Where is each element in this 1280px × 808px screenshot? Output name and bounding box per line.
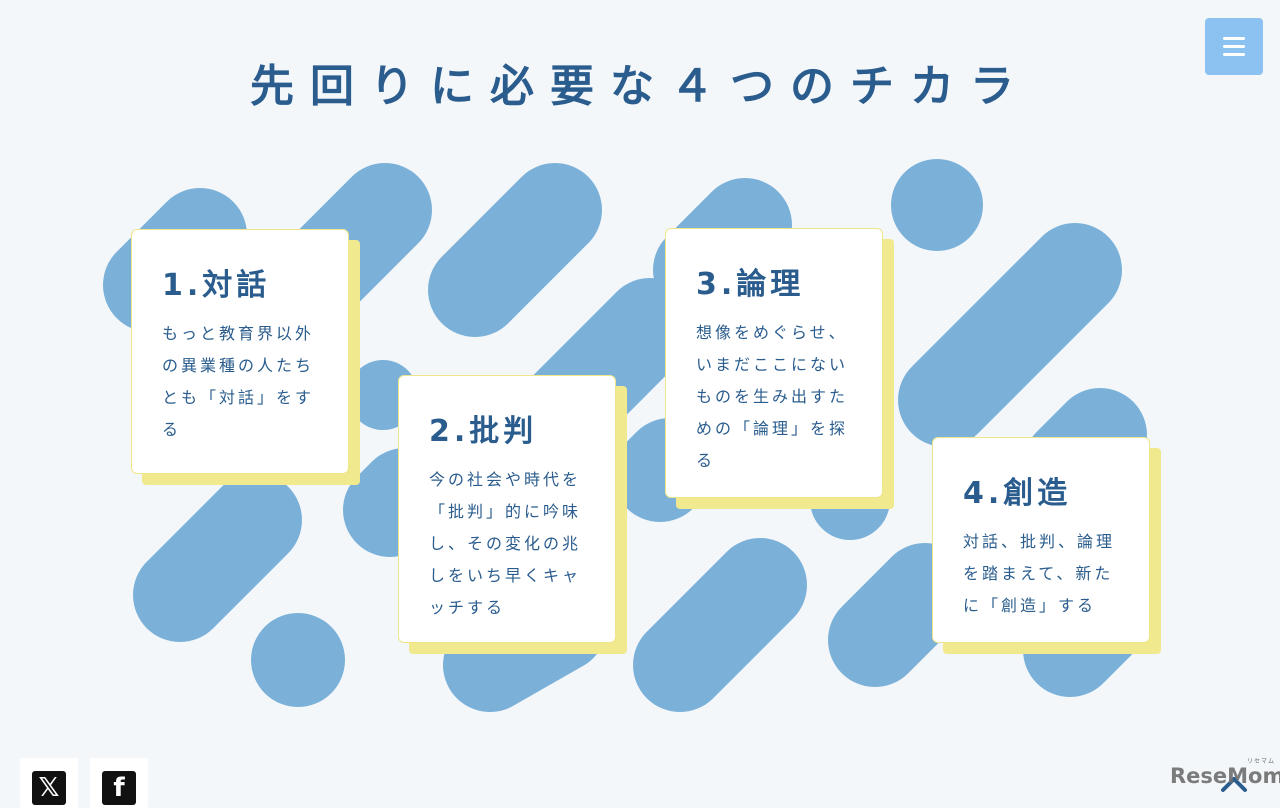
- page-title: 先回りに必要な４つのチカラ: [250, 61, 1030, 112]
- watermark-subtext: リセマム: [1247, 758, 1276, 765]
- card-dialogue: 1.対話 もっと教育界以外の異業種の人たちとも「対話」をする: [131, 229, 360, 485]
- card-title: 2.批判: [429, 414, 538, 449]
- deco-pill: [828, 543, 972, 687]
- card-title: 3.論理: [696, 267, 805, 302]
- facebook-logo-icon: f: [102, 771, 136, 805]
- hamburger-icon-bar: [1223, 45, 1245, 48]
- card-logic: 3.論理 想像をめぐらせ、いまだここにないものを生み出すための「論理」を探る: [665, 228, 894, 509]
- card-body: 4.創造 対話、批判、論理を踏まえて、新たに「創造」する: [932, 437, 1150, 643]
- card-text: 今の社会や時代を「批判」的に吟味し、その変化の兆しをいち早くキャッチする: [429, 470, 582, 617]
- menu-button[interactable]: [1205, 18, 1263, 75]
- scroll-to-top-button[interactable]: [1212, 766, 1256, 802]
- deco-circle: [251, 613, 345, 707]
- card-creation: 4.創造 対話、批判、論理を踏まえて、新たに「創造」する: [932, 437, 1161, 654]
- share-x-button[interactable]: 𝕏: [20, 758, 78, 808]
- card-text: もっと教育界以外の異業種の人たちとも「対話」をする: [162, 324, 315, 439]
- card-title: 4.創造: [963, 476, 1072, 511]
- card-critique: 2.批判 今の社会や時代を「批判」的に吟味し、その変化の兆しをいち早くキャッチす…: [398, 375, 627, 654]
- share-facebook-button[interactable]: f: [90, 758, 148, 808]
- watermark-logo: ReseMom: [1170, 764, 1280, 788]
- card-title: 1.対話: [162, 268, 271, 303]
- card-body: 1.対話 もっと教育界以外の異業種の人たちとも「対話」をする: [131, 229, 349, 474]
- deco-circle: [891, 159, 983, 251]
- deco-pill: [428, 163, 602, 337]
- card-body: 2.批判 今の社会や時代を「批判」的に吟味し、その変化の兆しをいち早くキャッチす…: [398, 375, 616, 643]
- hamburger-icon-bar: [1223, 37, 1245, 40]
- card-text: 想像をめぐらせ、いまだここにないものを生み出すための「論理」を探る: [696, 323, 849, 470]
- x-logo-icon: 𝕏: [32, 771, 66, 805]
- deco-pill: [898, 223, 1122, 447]
- chevron-up-icon: [1221, 777, 1247, 792]
- deco-pill: [633, 538, 807, 712]
- deco-pill: [133, 473, 302, 642]
- card-text: 対話、批判、論理を踏まえて、新たに「創造」する: [963, 532, 1116, 615]
- card-body: 3.論理 想像をめぐらせ、いまだここにないものを生み出すための「論理」を探る: [665, 228, 883, 498]
- hamburger-icon-bar: [1223, 53, 1245, 56]
